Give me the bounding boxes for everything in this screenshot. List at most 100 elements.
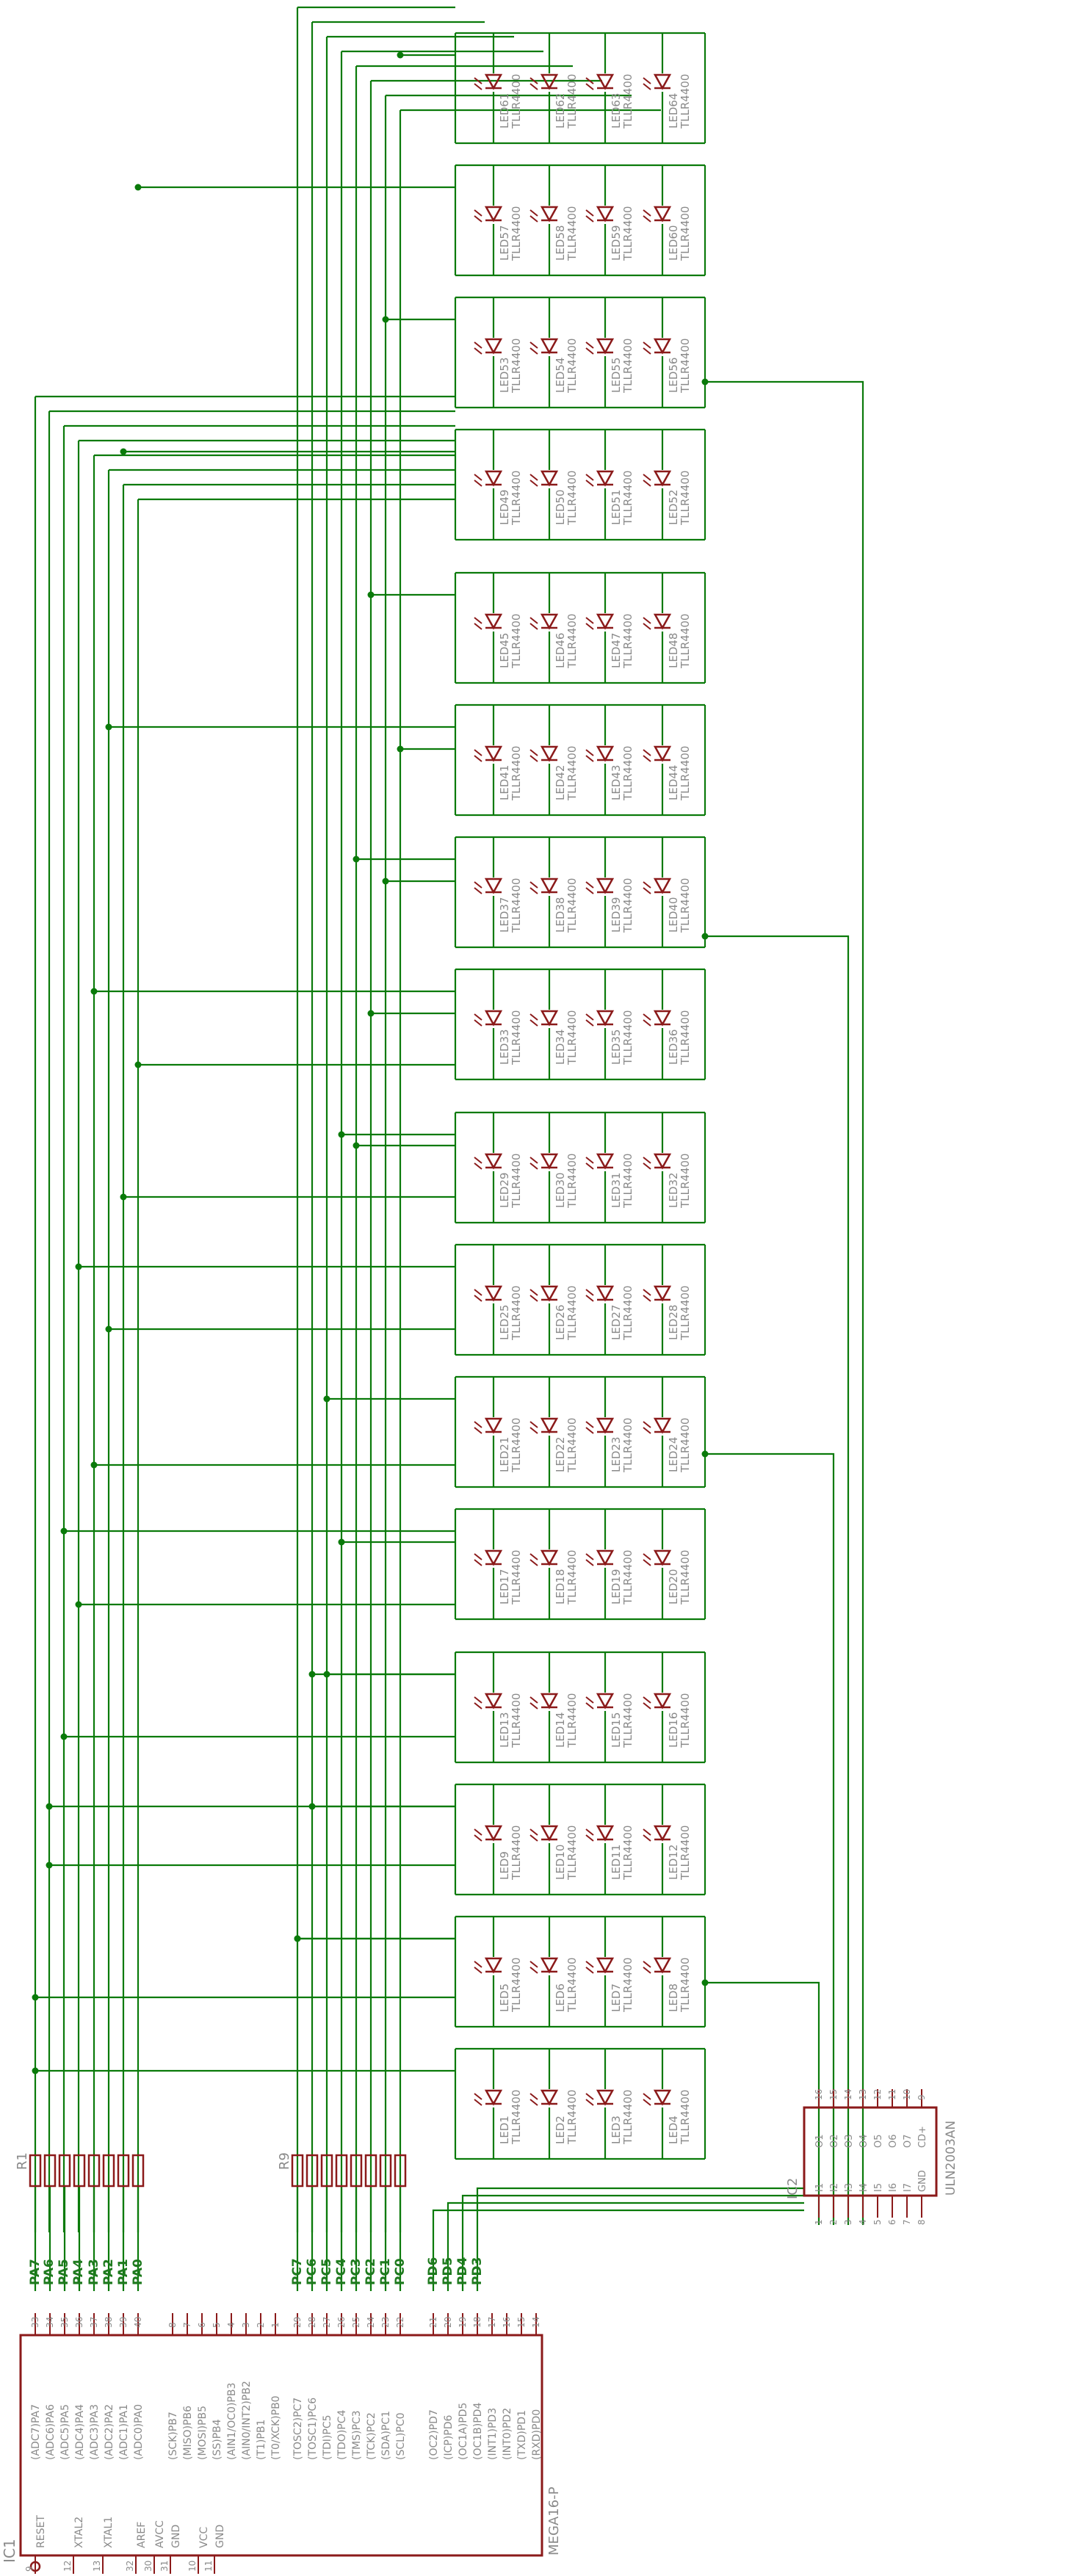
led-arrow	[585, 1421, 594, 1428]
led-arrow	[474, 1295, 482, 1302]
led-arrow	[474, 215, 482, 222]
led-55-symbol	[596, 338, 615, 355]
ic1-pin-name: (RXD)PD0	[531, 2409, 543, 2460]
led-61-symbol	[484, 73, 503, 90]
led-40-ref: LED40	[667, 897, 680, 933]
led-arrow	[474, 2099, 482, 2106]
led-arrow	[643, 474, 651, 481]
net-label-pc2: PC2	[364, 2258, 378, 2285]
led-31-value: TLLR4400	[621, 1154, 635, 1209]
ic2-pin-name: I7	[903, 2183, 914, 2192]
ic1-pin-num: 22	[395, 2317, 405, 2328]
net-label-pc4: PC4	[334, 2258, 349, 2285]
led-arrow	[474, 1696, 482, 1704]
net-label-pa6: PA6	[42, 2259, 57, 2285]
led-59-symbol	[596, 206, 615, 222]
ic2-pin-name: O5	[873, 2134, 884, 2148]
led-56-symbol	[653, 338, 672, 355]
ic1-pin-num: 36	[74, 2317, 84, 2328]
led-62-ref: LED62	[554, 93, 567, 129]
led-arrow	[643, 1553, 651, 1560]
led-arrow	[474, 887, 482, 894]
led-33-symbol	[484, 1010, 503, 1027]
led-arrow	[474, 2093, 482, 2100]
led-24-value: TLLR4400	[679, 1418, 692, 1473]
led-arrow	[643, 1967, 651, 1974]
ic1-pin-name: (TDO)PC4	[336, 2410, 348, 2460]
net-label-pd3: PD3	[470, 2257, 485, 2285]
ic2-pin-name: I5	[873, 2183, 884, 2192]
led-48-symbol	[653, 613, 672, 630]
led-39-ref: LED39	[610, 897, 623, 933]
net-label-pc5: PC5	[319, 2258, 334, 2285]
ic1-pin-num: 4	[226, 2322, 236, 2328]
led-arrow	[643, 2093, 651, 2100]
led-35-value: TLLR4400	[621, 1010, 635, 1066]
led-8-ref: LED8	[667, 1983, 680, 2012]
led-7-ref: LED7	[610, 1983, 623, 2012]
led-7-value: TLLR4400	[621, 1958, 635, 2013]
ic2-pin-name: CD+	[917, 2126, 928, 2148]
led-arrow	[585, 1427, 594, 1434]
led-16-symbol	[653, 1693, 672, 1710]
ic1-pin-name: (MISO)PB6	[182, 2406, 194, 2460]
led-34-value: TLLR4400	[565, 1010, 579, 1066]
led-30-ref: LED30	[554, 1173, 567, 1208]
led-29-symbol	[484, 1153, 503, 1170]
led-36-symbol	[653, 1010, 672, 1027]
ic1-pin-name: (TDI)PC5	[322, 2414, 333, 2460]
junction-dot	[701, 378, 709, 386]
led-25-symbol	[484, 1285, 503, 1302]
led-arrow	[585, 341, 594, 349]
ic1-pin-name: (ADC6)PA6	[45, 2404, 57, 2460]
led-arrow	[529, 1696, 538, 1704]
led-23-ref: LED23	[610, 1437, 623, 1472]
led-38-ref: LED38	[554, 897, 567, 933]
led-27-value: TLLR4400	[621, 1286, 635, 1341]
led-34-ref: LED34	[554, 1030, 567, 1065]
led-arrow	[643, 347, 651, 355]
led-3-value: TLLR4400	[621, 2090, 635, 2145]
ic2-pin-name: O7	[903, 2134, 914, 2148]
ic1-pin-num: 24	[366, 2317, 376, 2328]
led-arrow	[474, 749, 482, 756]
led-45-symbol	[484, 613, 503, 630]
led-50-symbol	[540, 470, 559, 487]
ic1-pin-num: 9	[24, 2566, 35, 2572]
r1-network-r5	[102, 2154, 115, 2188]
r9-network-r3	[335, 2154, 348, 2188]
led-5-symbol	[484, 1957, 503, 1974]
led-16-ref: LED16	[667, 1712, 680, 1748]
led-arrow	[529, 83, 538, 90]
ic1-pin-name: GND	[170, 2525, 182, 2548]
r1-network-r6	[117, 2154, 130, 2188]
led-11-ref: LED11	[610, 1845, 623, 1880]
led-arrow	[643, 1559, 651, 1566]
led-arrow	[529, 77, 538, 84]
led-2-symbol	[540, 2089, 559, 2106]
ic2-pin-name: GND	[917, 2170, 928, 2192]
net-label-pa4: PA4	[71, 2259, 86, 2285]
led-arrow	[643, 623, 651, 630]
ic2-pin-name: I1	[814, 2183, 825, 2192]
led-arrow	[529, 887, 538, 894]
r9-network-r4	[350, 2154, 363, 2188]
led-arrow	[585, 1553, 594, 1560]
ic1-pin-name: (ADC1)PA1	[118, 2404, 130, 2460]
led-arrow	[529, 2093, 538, 2100]
led-arrow	[474, 623, 482, 630]
ic1-pin-name: (INT0)PD2	[502, 2408, 513, 2460]
led-arrow	[474, 1289, 482, 1296]
pd-link-3	[476, 2187, 804, 2291]
parts	[19, 73, 938, 2574]
led-32-value: TLLR4400	[679, 1154, 692, 1209]
led-36-ref: LED36	[667, 1030, 680, 1065]
led-arrow	[585, 1702, 594, 1710]
ic1-pin-num: 19	[458, 2317, 468, 2328]
led-63-symbol	[596, 73, 615, 90]
led-23-symbol	[596, 1417, 615, 1434]
ic1-pin-num: 37	[89, 2317, 99, 2328]
r9-network-r6	[379, 2154, 392, 2188]
led-arrow	[585, 215, 594, 222]
ic1-pin-num: 16	[502, 2317, 512, 2328]
